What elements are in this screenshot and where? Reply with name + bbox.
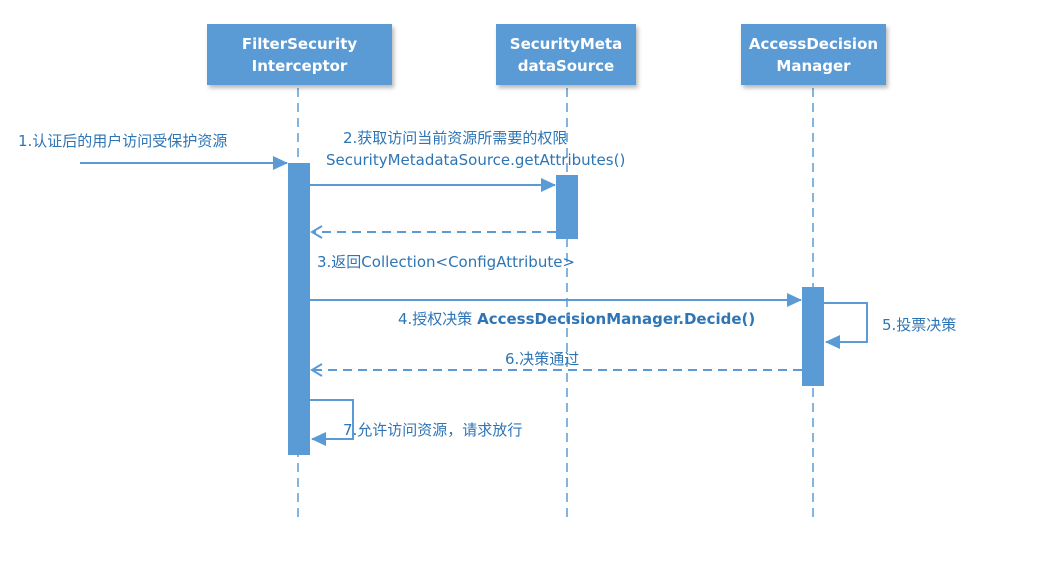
message-4-method: AccessDecisionManager.Decide() [477, 310, 756, 328]
participant-access-decision-manager: AccessDecision Manager [741, 24, 886, 85]
participant-name-line2: Interceptor [251, 56, 348, 75]
message-7-label: 7.允许访问资源，请求放行 [343, 421, 523, 439]
participant-name-line2: Manager [776, 56, 851, 75]
message-7-self-arrow [310, 399, 354, 446]
message-5-label: 5.投票决策 [882, 316, 957, 334]
message-3-label: 3.返回Collection<ConfigAttribute> [317, 253, 576, 271]
message-4-label: 4.授权决策 AccessDecisionManager.Decide() [398, 310, 755, 328]
message-1-label: 1.认证后的用户访问受保护资源 [18, 132, 228, 150]
participant-name-line1: SecurityMeta [509, 34, 623, 53]
participant-name-line1: FilterSecurity [241, 34, 358, 53]
participant-name-line1: AccessDecision [748, 34, 879, 53]
participant-name-line2: dataSource [517, 56, 615, 75]
participant-security-metadata-source: SecurityMeta dataSource [496, 24, 636, 85]
activation-access-decision-manager [802, 287, 824, 386]
participant-filter-security-interceptor: FilterSecurity Interceptor [207, 24, 392, 85]
message-5-self-arrow [824, 302, 868, 349]
message-4-prefix: 4.授权决策 [398, 310, 478, 328]
message-2-method-label: SecurityMetadataSource.getAttributes() [326, 151, 626, 169]
activation-security-metadata-source [556, 175, 578, 239]
message-6-label: 6.决策通过 [505, 350, 580, 368]
message-2-label: 2.获取访问当前资源所需要的权限 [343, 129, 568, 147]
activation-filter-security-interceptor [288, 163, 310, 455]
